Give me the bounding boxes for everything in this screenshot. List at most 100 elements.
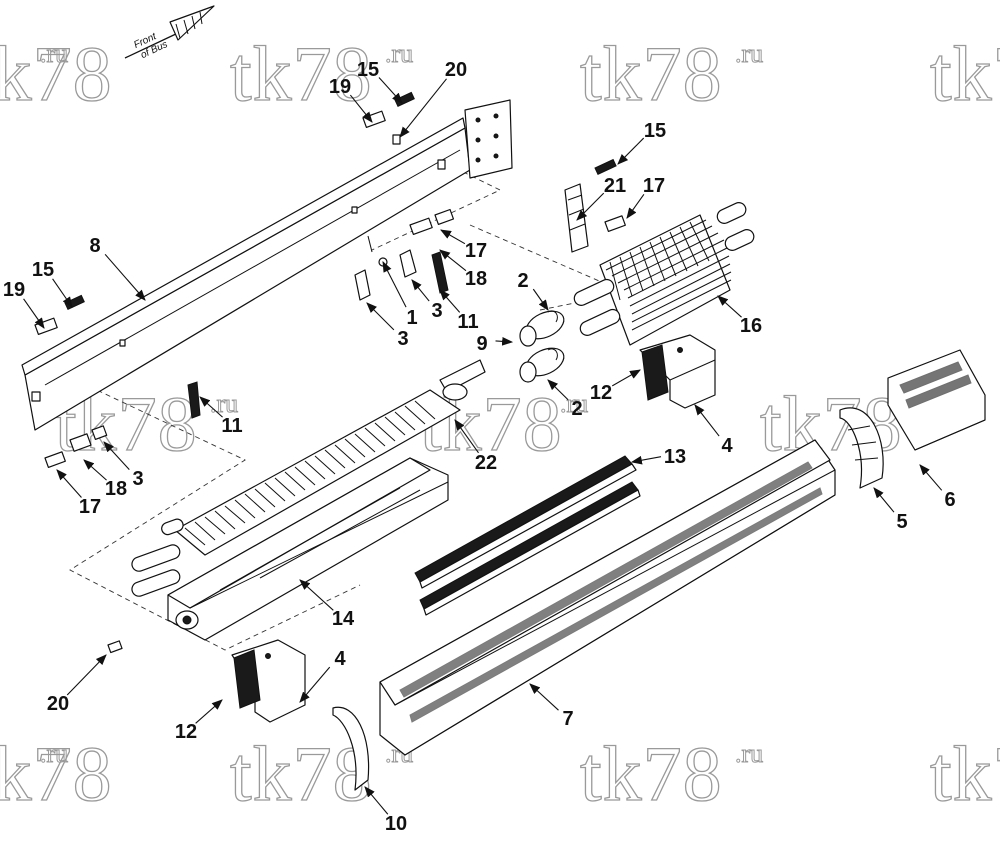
callout-number: 15 (357, 59, 379, 81)
callout-c6: 6 (919, 464, 956, 511)
callout-c21: 21 (576, 175, 626, 221)
callout-number: 4 (334, 648, 346, 670)
callout-number: 8 (89, 235, 100, 257)
callout-number: 5 (896, 511, 907, 533)
callout-leader-arrow (382, 261, 407, 308)
callout-c16: 16 (717, 295, 762, 337)
callout-leader-arrow (104, 253, 146, 301)
callout-leader-arrow (617, 137, 645, 165)
callout-leader-arrow (378, 77, 403, 104)
grille-cover-7 (379, 439, 836, 756)
callout-c2a: 2 (517, 270, 549, 311)
callout-leader-arrow (547, 379, 569, 401)
grille-section-6 (887, 349, 986, 451)
watermark-suffix: .ru (40, 39, 68, 68)
watermark-text: tk78 (580, 30, 723, 117)
callout-c19b: 19 (3, 279, 45, 329)
callout-leader-arrow (103, 441, 130, 470)
callout-c22: 22 (454, 419, 497, 474)
callout-number: 18 (465, 268, 487, 290)
callout-leader-arrow (66, 654, 107, 696)
callout-leader-arrow (199, 396, 223, 418)
callout-c3c: 3 (103, 441, 144, 490)
callout-number: 19 (329, 76, 351, 98)
callout-leader-arrow (873, 487, 895, 513)
heating-coil-22 (131, 359, 486, 597)
callout-c17a: 17 (626, 175, 665, 219)
front-of-bus-indicator: Front of Bus (124, 5, 215, 61)
callout-number: 9 (476, 333, 487, 355)
callout-c12a: 12 (590, 369, 641, 404)
watermark-text: tk78 (930, 730, 1000, 817)
watermark-text: tk78 (580, 730, 723, 817)
callout-leader-arrow (529, 683, 559, 711)
blower-bracket-lower (231, 639, 306, 723)
rail-end-bracket (464, 99, 513, 179)
callout-leader-arrow (611, 369, 641, 387)
callout-c4a: 4 (694, 404, 733, 457)
callout-leader-arrow (195, 699, 223, 724)
callout-c3b: 3 (411, 279, 443, 322)
callout-leader-arrow (576, 192, 605, 221)
watermark-suffix: .ru (560, 389, 588, 418)
callout-leader-arrow (439, 249, 467, 272)
end-cap-10 (332, 706, 370, 791)
callout-c18a: 18 (439, 249, 487, 290)
blower-bracket-upper (639, 334, 716, 409)
callout-leader-arrow (626, 194, 645, 219)
callout-leader-arrow (454, 419, 479, 454)
callout-c10: 10 (364, 786, 407, 835)
callout-number: 3 (397, 328, 408, 350)
callout-c5: 5 (873, 487, 908, 533)
callout-number: 11 (457, 311, 478, 333)
callout-c20a: 20 (399, 59, 467, 138)
callout-leader-arrow (919, 464, 943, 491)
callout-c9: 9 (476, 333, 514, 355)
hose-couplings (519, 310, 565, 383)
watermark-suffix: .ru (40, 739, 68, 768)
watermark-suffix: .ru (210, 389, 238, 418)
heater-housing-14 (167, 457, 449, 641)
callout-leader-arrow (630, 455, 662, 465)
callout-number: 2 (571, 398, 582, 420)
callout-number: 17 (79, 496, 101, 518)
callout-c11a: 11 (439, 289, 479, 333)
callout-number: 4 (721, 435, 733, 457)
callout-c15c: 15 (32, 259, 73, 308)
callout-leader-arrow (299, 579, 334, 611)
callout-number: 20 (445, 59, 467, 81)
callout-leader-arrow (52, 278, 73, 308)
watermark-text: tk78 (230, 730, 373, 817)
callout-c12b: 12 (175, 699, 223, 743)
callout-labels: 1223334456789101111121213141515151617171… (3, 59, 956, 835)
callout-number: 12 (175, 721, 197, 743)
callout-number: 15 (32, 259, 54, 281)
trim-strips-13 (414, 455, 641, 616)
callout-leader-arrow (532, 288, 549, 311)
callout-number: 10 (385, 813, 407, 835)
callout-number: 12 (590, 382, 612, 404)
mounting-rail (21, 99, 513, 431)
watermarks: tk78 .ru tk78 .ru tk78 .ru tk78 tk78 .ru… (0, 29, 1000, 817)
callout-c4b: 4 (299, 648, 346, 703)
callout-number: 2 (517, 270, 528, 292)
callout-leader-arrow (83, 459, 107, 481)
callout-c19a: 19 (329, 76, 373, 123)
callout-c15b: 15 (617, 120, 666, 165)
callout-leader-arrow (366, 302, 395, 331)
callout-c18b: 18 (83, 459, 127, 500)
callout-number: 3 (132, 468, 143, 490)
callout-c7: 7 (529, 683, 574, 730)
core-bracket-21 (564, 183, 589, 253)
callout-number: 17 (465, 240, 487, 262)
callout-leader-arrow (411, 279, 430, 302)
direction-cone-icon (169, 5, 215, 41)
callout-c17c: 17 (56, 469, 101, 518)
callout-number: 1 (406, 307, 417, 329)
callout-leader-arrow (717, 295, 742, 318)
callout-c1: 1 (382, 261, 418, 329)
callout-number: 17 (643, 175, 665, 197)
callout-c15a: 15 (357, 59, 403, 104)
callout-c20b: 20 (47, 654, 107, 715)
callout-leader-arrow (694, 404, 720, 437)
